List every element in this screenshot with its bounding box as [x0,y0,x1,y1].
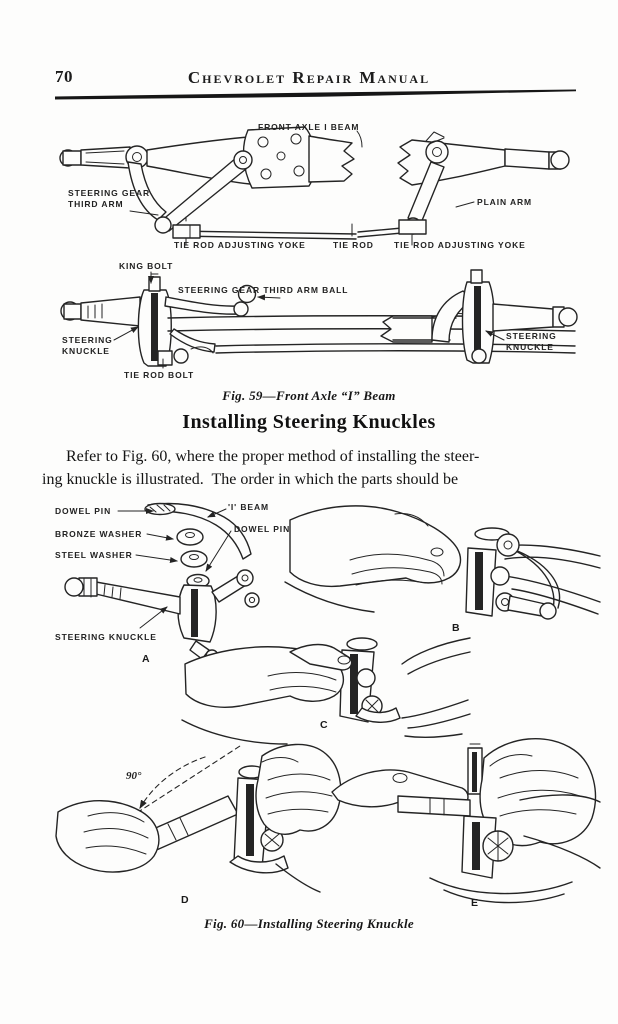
label-steering-gear-third-arm-ball: STEERING GEAR THIRD ARM BALL [178,285,349,295]
label-front-axle-i-beam: FRONT AXLE I BEAM [258,122,360,132]
header-rule [55,89,576,100]
panel-letter-e: E [471,897,480,909]
label-tie-rod-adjusting-yoke-left: TIE ROD ADJUSTING YOKE [174,240,306,250]
label-steering-knuckle-right: STEERING KNUCKLE [506,331,557,353]
fig60-panel-b [284,505,601,620]
label-steel-washer: STEEL WASHER [55,550,133,560]
figure59-caption: Fig. 59—Front Axle “I” Beam [222,388,396,403]
fig60-panel-e [331,738,601,904]
fig59-upper-axle [59,126,570,246]
label-plain-arm: PLAIN ARM [477,197,533,207]
panel-letter-b: B [452,622,461,634]
label-steering-gear-third-arm: STEERING GEAR THIRD ARM [68,188,151,210]
body-paragraph: Refer to Fig. 60, where the proper metho… [42,448,480,488]
section-heading: Installing Steering Knuckles [182,411,436,433]
fig60-panel-d [55,743,342,893]
label-tie-rod-adjusting-yoke-right: TIE ROD ADJUSTING YOKE [394,240,526,250]
label-i-beam: 'I' BEAM [228,502,269,512]
panel-letter-d: D [181,894,190,906]
label-dowel-pin-left: DOWEL PIN [55,506,112,516]
label-tie-rod: TIE ROD [333,240,374,250]
page-number: 70 [55,67,73,86]
panel-letter-a: A [142,653,151,665]
label-steering-knuckle-a: STEERING KNUCKLE [55,632,157,642]
label-bronze-washer: BRONZE WASHER [55,529,143,539]
label-steering-knuckle-left: STEERING KNUCKLE [62,335,113,357]
label-king-bolt: KING BOLT [119,261,174,271]
panel-letter-c: C [320,719,329,731]
label-90-degrees: 90° [126,770,142,782]
header-title: Chevrolet Repair Manual [187,68,431,87]
label-dowel-pin-right: DOWEL PIN [234,524,291,534]
label-tie-rod-bolt: TIE ROD BOLT [124,370,195,380]
figure60-caption: Fig. 60—Installing Steering Knuckle [204,916,414,931]
